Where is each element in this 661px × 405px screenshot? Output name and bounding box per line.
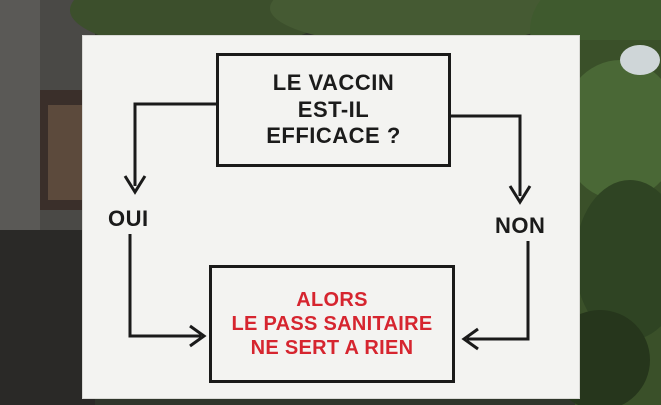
branch-label-oui: OUI	[108, 206, 149, 231]
conclusion-line-3: NE SERT A RIEN	[250, 337, 414, 359]
arrow-to-non	[451, 114, 522, 196]
arrowhead-left-conclusion	[189, 324, 207, 348]
question-box: LE VACCIN EST-IL EFFICACE ?	[216, 53, 451, 167]
flowchart-arrows	[123, 102, 532, 351]
arrowhead-oui	[123, 175, 147, 195]
question-line-2: EST-IL	[297, 96, 370, 122]
flowchart-sign: LE VACCIN EST-IL EFFICACE ? OUI NON ALOR…	[83, 36, 579, 398]
question-line-3: EFFICACE ?	[266, 123, 401, 149]
arrow-non-to-conclusion	[467, 241, 530, 341]
arrowhead-right-conclusion	[461, 327, 479, 351]
conclusion-line-2: LE PASS SANITAIRE	[231, 313, 433, 335]
branch-label-non: NON	[495, 213, 546, 238]
arrowhead-non	[508, 185, 532, 205]
conclusion-box: ALORS LE PASS SANITAIRE NE SERT A RIEN	[209, 265, 455, 383]
arrow-oui-to-conclusion	[128, 234, 201, 338]
question-line-1: LE VACCIN	[272, 70, 395, 96]
conclusion-line-1: ALORS	[296, 289, 368, 311]
arrow-to-oui	[133, 102, 216, 186]
